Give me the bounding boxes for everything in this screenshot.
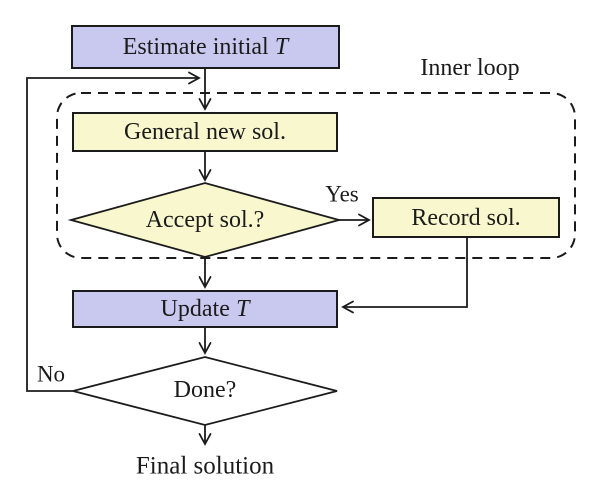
no-branch-label: No bbox=[36, 361, 66, 387]
accept-decision-diamond bbox=[67, 182, 343, 258]
estimate-initial-t-label: Estimate initial bbox=[122, 34, 269, 60]
done-label: Done? bbox=[173, 377, 237, 403]
update-t-node: Update T bbox=[72, 290, 338, 328]
inner-loop-dashed-boundary bbox=[56, 92, 576, 259]
final-solution-label: Final solution bbox=[135, 452, 275, 480]
done-decision-diamond bbox=[72, 356, 338, 426]
general-new-sol-node: General new sol. bbox=[72, 112, 338, 152]
accept-sol-label: Accept sol.? bbox=[145, 207, 265, 233]
estimate-t-variable: T bbox=[274, 34, 289, 60]
update-t-variable: T bbox=[236, 296, 250, 322]
edge-record-to-update bbox=[341, 238, 468, 314]
estimate-initial-t-node: Estimate initial T bbox=[71, 25, 340, 69]
yes-branch-label: Yes bbox=[325, 181, 359, 207]
record-sol-node: Record sol. bbox=[372, 197, 560, 238]
record-sol-label: Record sol. bbox=[411, 204, 521, 231]
inner-loop-label: Inner loop bbox=[420, 55, 520, 81]
update-t-label: Update bbox=[160, 296, 230, 322]
general-new-sol-label: General new sol. bbox=[124, 119, 286, 145]
edge-done-no-feedback-loop bbox=[26, 71, 201, 392]
